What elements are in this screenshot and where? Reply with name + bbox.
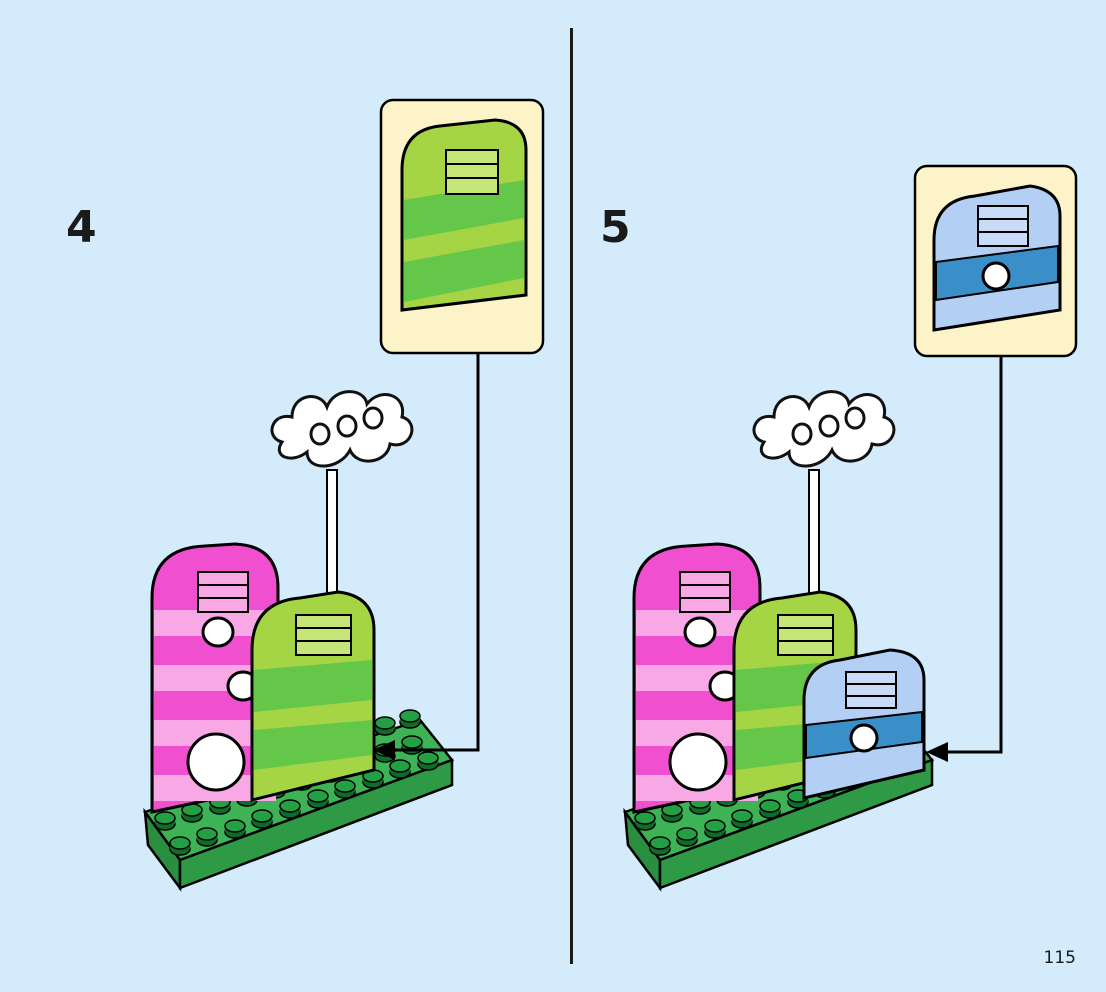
pink-tower xyxy=(632,542,762,814)
step-number-4: 4 xyxy=(66,202,97,253)
cloud-piece xyxy=(270,390,414,468)
step-4-callout xyxy=(373,98,545,760)
lime-tower xyxy=(250,590,376,802)
step-5-model xyxy=(622,390,935,892)
step-4-model xyxy=(142,390,455,892)
cloud-piece xyxy=(752,390,896,468)
pink-tower xyxy=(150,542,280,814)
step-divider xyxy=(570,28,573,964)
step-number-5: 5 xyxy=(600,202,631,253)
page-number: 115 xyxy=(1043,948,1076,968)
blue-brick xyxy=(802,648,926,800)
step-5-callout xyxy=(913,164,1078,762)
